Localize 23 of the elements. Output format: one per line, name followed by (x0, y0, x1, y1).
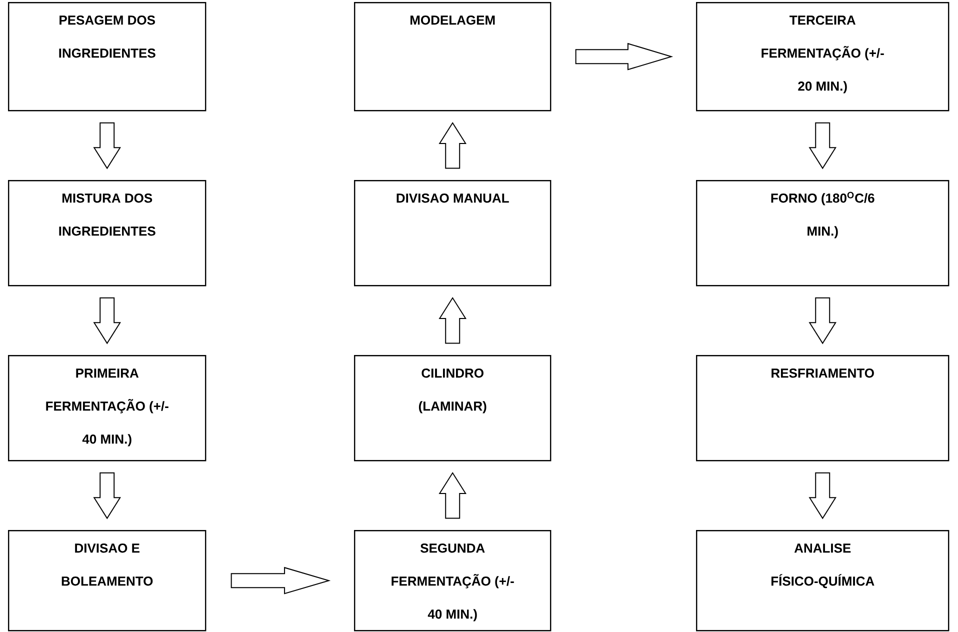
block-arrow (93, 472, 121, 520)
process-box: PESAGEM DOS INGREDIENTES (8, 2, 206, 112)
block-arrow (230, 566, 331, 594)
process-box: RESFRIAMENTO (696, 355, 950, 462)
block-arrow (808, 297, 837, 344)
process-box: DIVISAO MANUAL (354, 180, 552, 286)
block-arrow (93, 122, 121, 170)
process-box: SEGUNDA FERMENTAÇÃO (+/- 40 MIN.) (354, 530, 552, 632)
process-box: TERCEIRA FERMENTAÇÃO (+/- 20 MIN.) (696, 2, 950, 112)
process-box: CILINDRO (LAMINAR) (354, 355, 552, 462)
block-arrow (93, 297, 121, 344)
process-box: ANALISE FÍSICO-QUÍMICA (696, 530, 950, 632)
block-arrow (438, 296, 467, 344)
block-arrow (438, 472, 467, 519)
block-arrow (575, 42, 674, 70)
block-arrow (808, 472, 837, 520)
block-arrow (808, 122, 837, 170)
process-box: MISTURA DOS INGREDIENTES (8, 180, 206, 286)
process-box: PRIMEIRA FERMENTAÇÃO (+/- 40 MIN.) (8, 355, 206, 462)
process-box: MODELAGEM (354, 2, 552, 112)
process-box: DIVISAO E BOLEAMENTO (8, 530, 206, 632)
block-arrow (438, 122, 467, 169)
process-box: FORNO (180$^{O}$C/6 MIN.) (696, 180, 950, 286)
